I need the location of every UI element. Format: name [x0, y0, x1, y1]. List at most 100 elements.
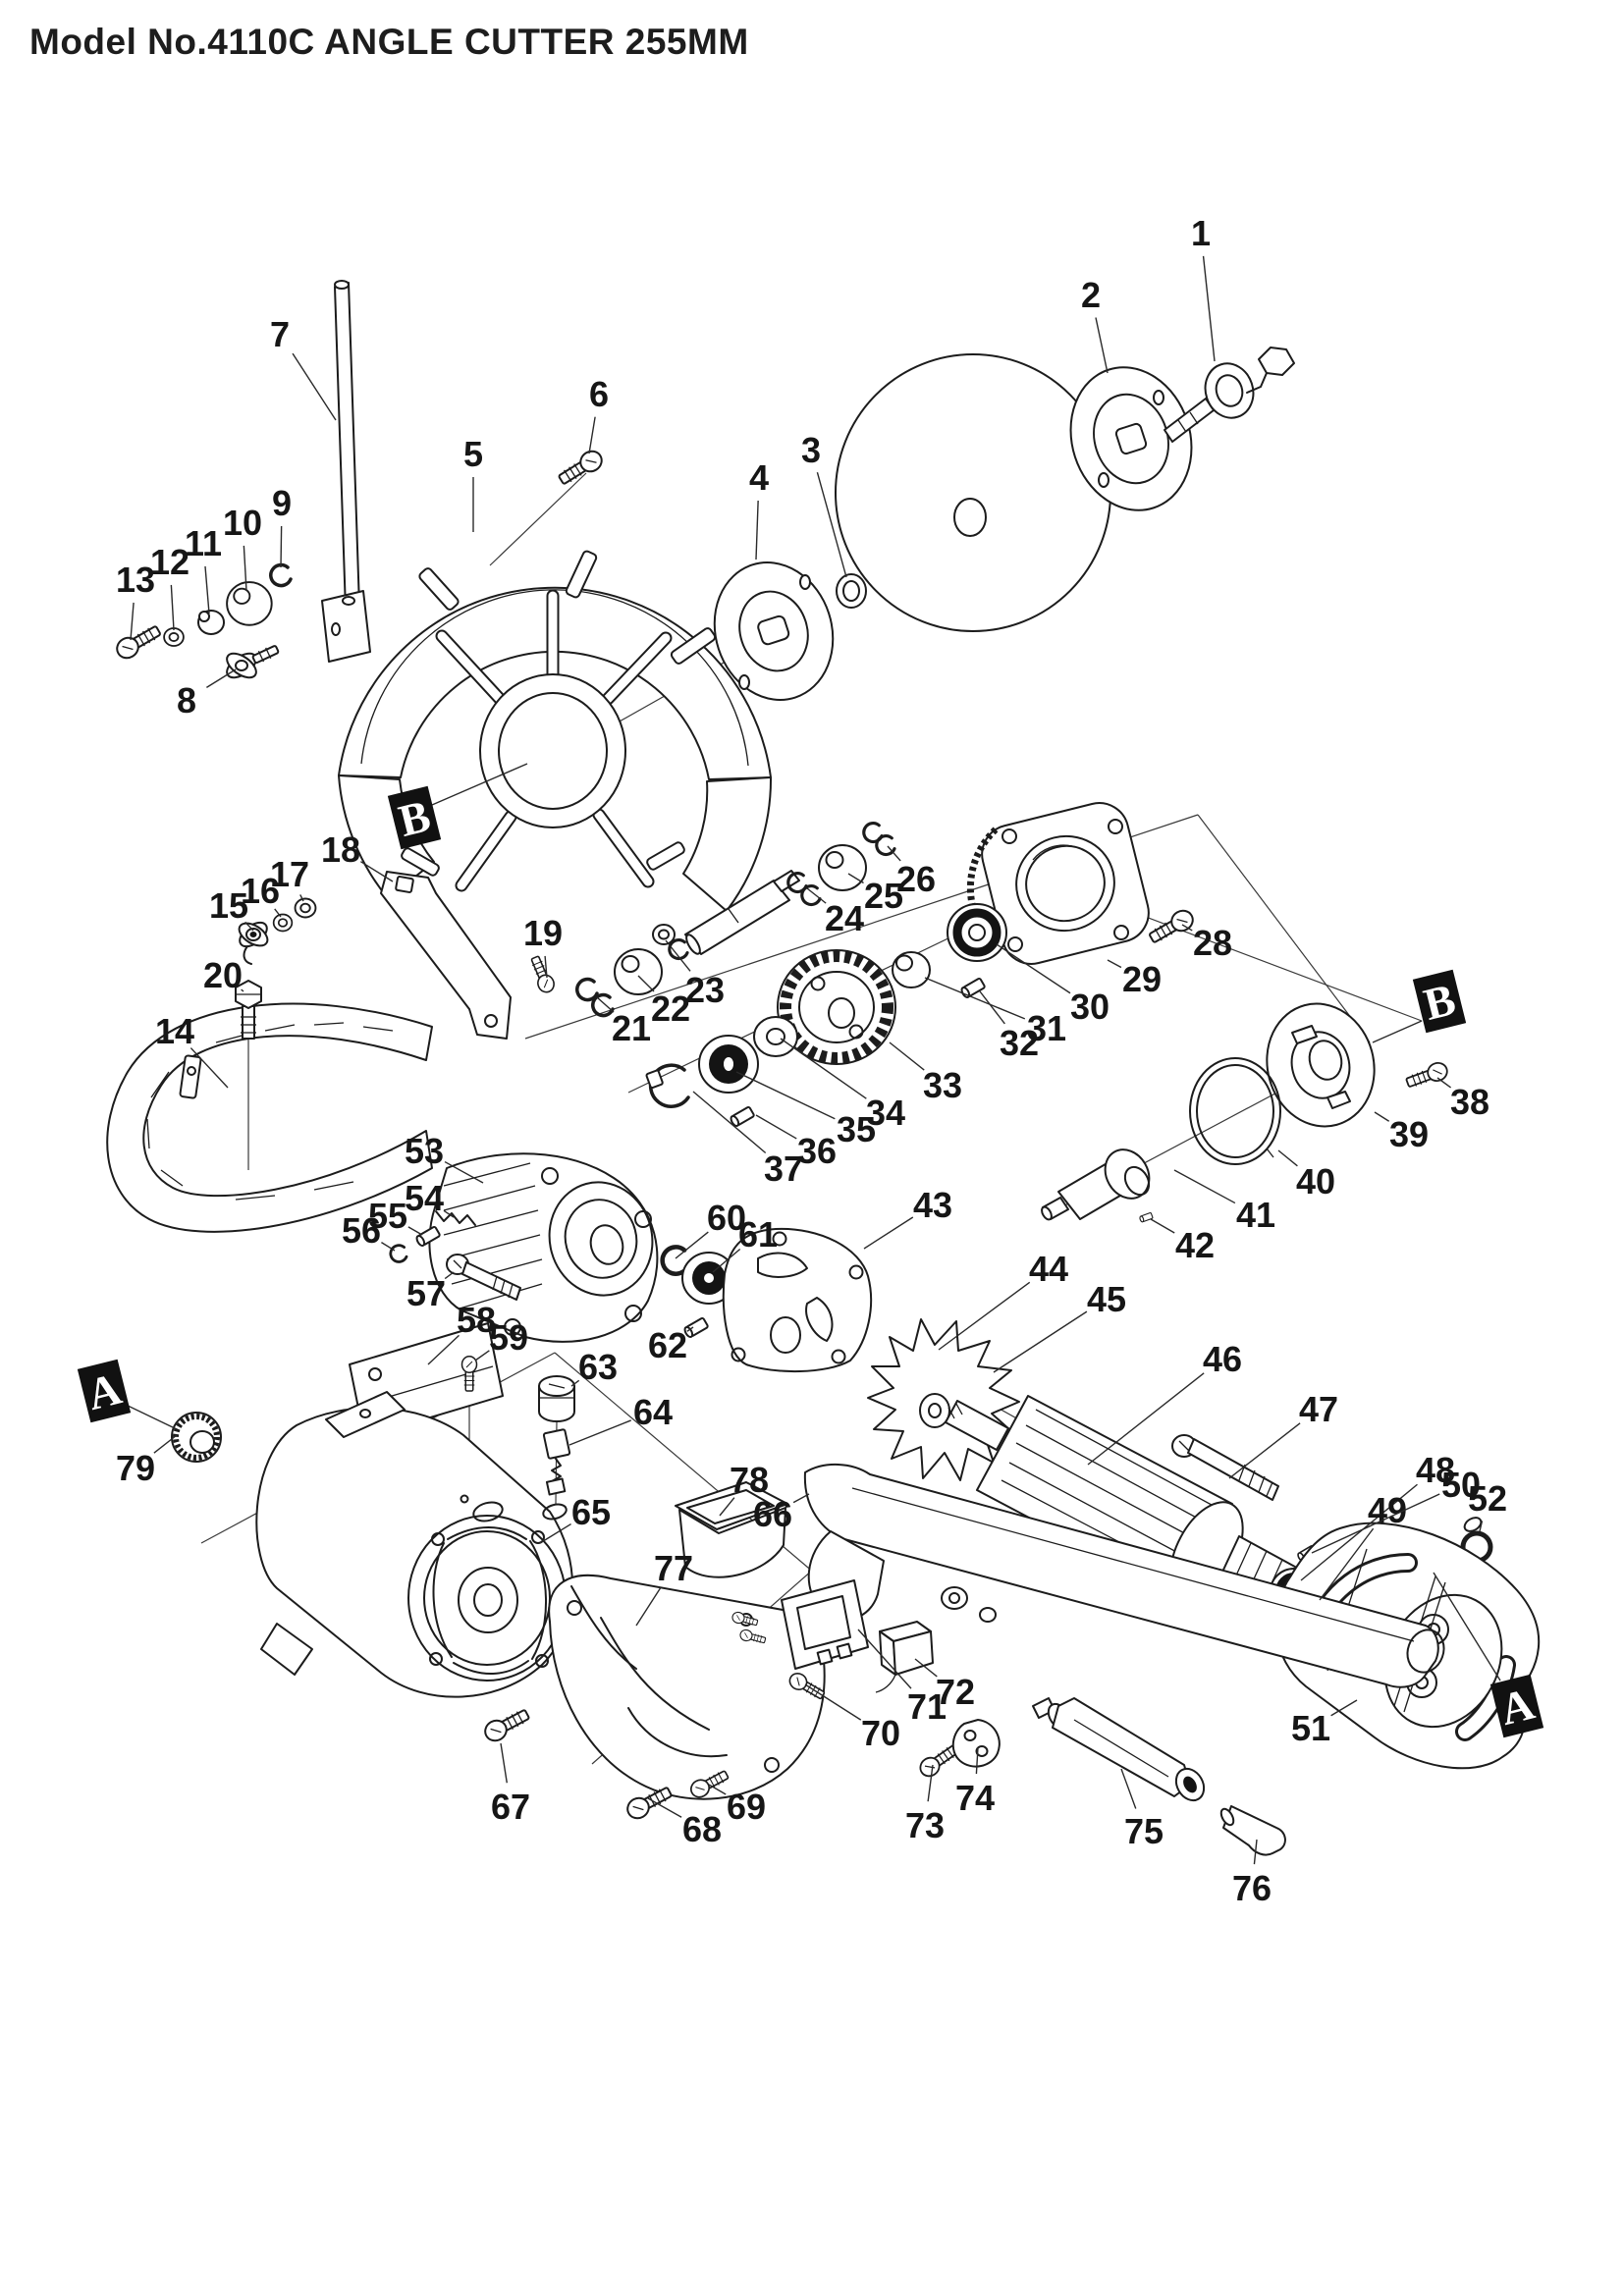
part-label-54: 54: [405, 1178, 455, 1218]
part-inner-flange: [713, 561, 835, 701]
part-number-13: 13: [116, 560, 155, 600]
leader-line-13: [130, 602, 135, 641]
part-label-48: 48: [1300, 1450, 1455, 1581]
part-number-59: 59: [489, 1317, 528, 1358]
part-wing-nut-15: [238, 921, 269, 965]
part-label-64: 64: [568, 1392, 673, 1446]
part-label-77: 77: [635, 1548, 693, 1627]
part-number-50: 50: [1441, 1465, 1481, 1505]
assembly-marker-A-2: A: [77, 1359, 178, 1430]
part-label-44: 44: [938, 1249, 1068, 1351]
part-number-39: 39: [1389, 1114, 1429, 1154]
leader-line-65: [539, 1522, 571, 1544]
part-gear-housing: [428, 1152, 659, 1343]
part-number-33: 33: [923, 1065, 962, 1105]
part-label-65: 65: [539, 1492, 611, 1544]
leader-line-17: [299, 894, 304, 902]
part-label-73: 73: [905, 1764, 945, 1845]
part-label-21: 21: [596, 996, 651, 1048]
leader-line-51: [1330, 1699, 1358, 1717]
leader-line-63: [570, 1379, 580, 1387]
leader-line-15: [244, 921, 254, 932]
part-label-3: 3: [801, 430, 847, 578]
part-screw-19: [526, 953, 558, 996]
part-switch-handle-66: [803, 1463, 1445, 1688]
part-number-7: 7: [270, 314, 290, 354]
leader-line-42: [1150, 1218, 1175, 1234]
part-label-33: 33: [889, 1041, 962, 1105]
part-label-53: 53: [405, 1131, 484, 1184]
part-screw-38: [1403, 1059, 1451, 1093]
part-number-3: 3: [801, 430, 821, 470]
leader-line-14: [189, 1047, 229, 1089]
leader-line-12: [170, 584, 175, 631]
part-number-8: 8: [177, 680, 196, 721]
part-number-14: 14: [155, 1011, 194, 1051]
part-number-67: 67: [491, 1787, 530, 1827]
part-handle-cover-77: [548, 1574, 826, 1800]
part-label-32: 32: [979, 990, 1039, 1063]
part-ring-40: [1189, 1057, 1281, 1165]
leader-line-49: [1319, 1527, 1375, 1601]
part-carbon-brush-64: [542, 1428, 571, 1496]
leader-line-41: [1173, 1169, 1236, 1204]
part-label-4: 4: [749, 457, 769, 561]
part-bevel-gear: [777, 949, 896, 1065]
leader-line-67: [500, 1742, 508, 1784]
part-number-30: 30: [1070, 987, 1110, 1027]
part-number-22: 22: [651, 988, 690, 1029]
part-number-11: 11: [185, 523, 222, 563]
part-number-24: 24: [825, 898, 864, 938]
part-label-35: 35: [735, 1071, 876, 1149]
marker-box: [387, 785, 442, 850]
part-screw-28: [1145, 905, 1198, 948]
part-screw-13: [112, 620, 165, 664]
part-number-41: 41: [1236, 1195, 1275, 1235]
part-label-22: 22: [637, 975, 690, 1029]
marker-leader-line: [1433, 1572, 1501, 1682]
part-label-30: 30: [996, 943, 1110, 1027]
leader-line-59: [474, 1350, 490, 1362]
part-label-52: 52: [1468, 1478, 1507, 1532]
part-label-76: 76: [1232, 1839, 1272, 1908]
leader-line-7: [292, 352, 337, 421]
part-number-72: 72: [936, 1672, 975, 1712]
part-number-35: 35: [837, 1109, 876, 1149]
part-needle-bearing-35: [698, 1035, 759, 1094]
part-label-9: 9: [272, 483, 292, 568]
leader-line-36: [755, 1114, 797, 1140]
assembly-marker-A-3: A: [1433, 1572, 1544, 1738]
part-screw-47: [1171, 1434, 1279, 1501]
part-number-57: 57: [406, 1273, 446, 1313]
part-label-68: 68: [647, 1797, 722, 1849]
part-safety-guard: [338, 550, 773, 912]
leader-line-68: [647, 1797, 682, 1818]
leader-line-26: [887, 845, 901, 862]
part-key-42: [1138, 1211, 1154, 1223]
part-number-37: 37: [764, 1148, 803, 1189]
part-number-74: 74: [955, 1778, 995, 1818]
part-screw-6: [555, 446, 607, 490]
leader-line-74: [975, 1746, 979, 1775]
part-number-78: 78: [730, 1460, 769, 1500]
part-number-73: 73: [905, 1805, 945, 1845]
marker-box: [1412, 969, 1467, 1034]
part-label-47: 47: [1228, 1389, 1338, 1479]
part-label-51: 51: [1291, 1699, 1358, 1748]
part-label-70: 70: [804, 1683, 900, 1753]
leader-line-75: [1120, 1768, 1137, 1809]
part-number-16: 16: [241, 871, 280, 911]
leader-line-16: [274, 908, 282, 918]
part-washer-17: [294, 897, 317, 919]
leader-line-57: [444, 1271, 455, 1280]
leader-line-24: [806, 887, 827, 904]
part-label-41: 41: [1173, 1169, 1275, 1235]
part-number-2: 2: [1081, 275, 1101, 315]
part-screw-57: [446, 1254, 521, 1301]
part-number-44: 44: [1029, 1249, 1068, 1289]
part-number-15: 15: [209, 885, 248, 926]
part-dust-box-78: [675, 1481, 788, 1578]
